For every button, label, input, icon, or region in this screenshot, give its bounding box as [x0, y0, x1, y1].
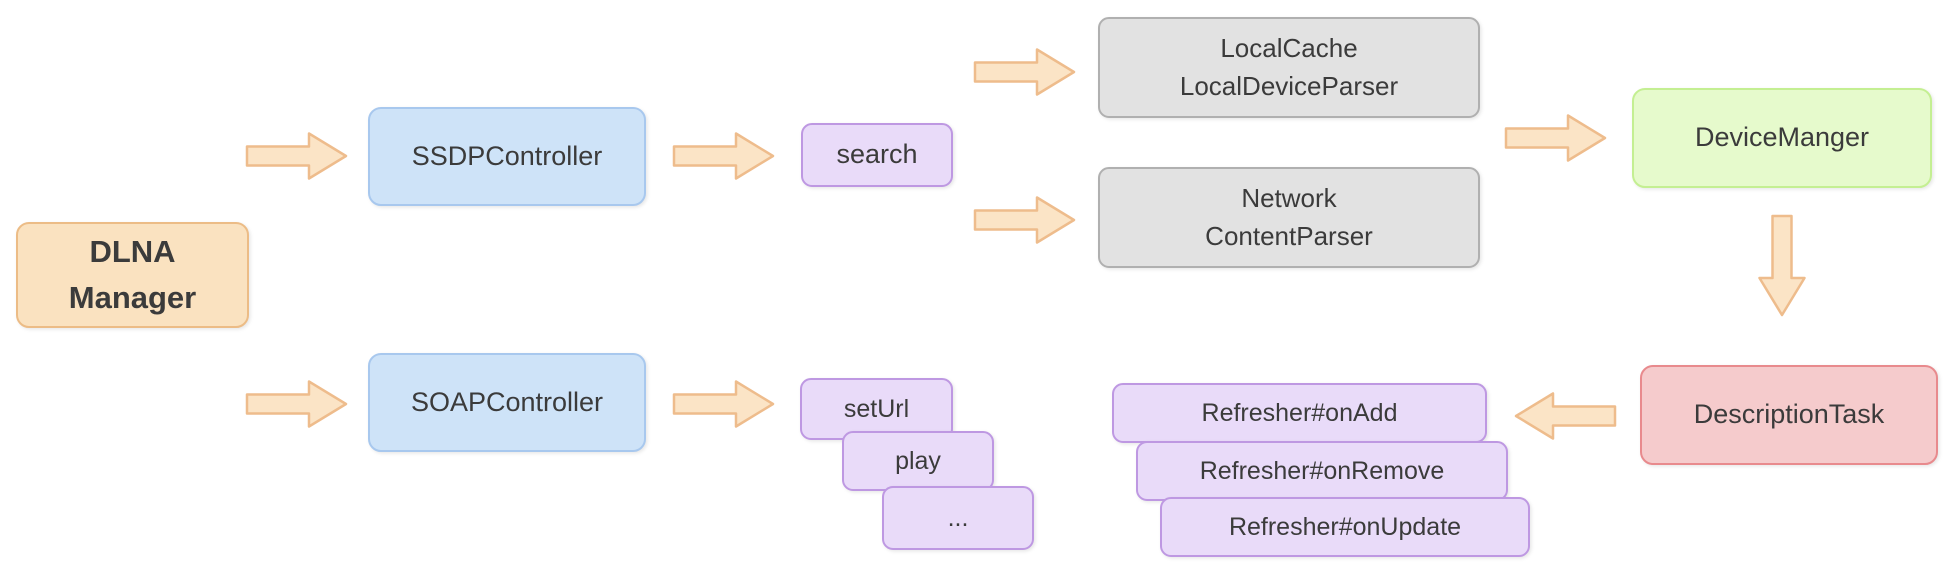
node-refresher-onupdate: Refresher#onUpdate: [1160, 497, 1530, 557]
node-label: ...: [947, 503, 969, 532]
node-label: play: [895, 446, 941, 475]
arrow-soap-to-actions-icon: [672, 378, 776, 430]
node-label: Refresher#onAdd: [1201, 398, 1398, 427]
arrow-search-to-localcache-icon: [973, 46, 1077, 98]
arrow-dlna-to-soap-icon: [245, 378, 349, 430]
node-label: SSDPController: [411, 140, 603, 171]
node-label: Manager: [68, 280, 197, 315]
node-network-content-parser: Network ContentParser: [1098, 167, 1480, 268]
node-description-task: DescriptionTask: [1640, 365, 1938, 465]
node-label: LocalCache: [1220, 32, 1358, 63]
arrow-dlna-to-ssdp-icon: [245, 130, 349, 182]
node-local-cache-parser: LocalCache LocalDeviceParser: [1098, 17, 1480, 118]
node-search: search: [801, 123, 953, 187]
arrow-ssdp-to-search-icon: [672, 130, 776, 182]
node-label: SOAPController: [410, 386, 604, 417]
node-refresher-onadd: Refresher#onAdd: [1112, 383, 1487, 443]
node-label: DLNA: [89, 233, 176, 269]
arrow-devicemanager-to-descriptiontask-icon: [1756, 214, 1808, 318]
node-label: Refresher#onRemove: [1199, 456, 1445, 485]
arrow-parsers-to-devicemanager-icon: [1504, 112, 1608, 164]
node-label: ContentParser: [1205, 220, 1373, 251]
arrow-search-to-network-icon: [973, 194, 1077, 246]
node-play-action: play: [842, 431, 994, 491]
node-label: setUrl: [843, 394, 910, 423]
node-label: DescriptionTask: [1693, 399, 1885, 430]
node-seturl-action: setUrl: [800, 378, 953, 440]
node-label: Network: [1241, 182, 1337, 213]
node-label: LocalDeviceParser: [1179, 70, 1399, 101]
node-ssdp-controller: SSDPController: [368, 107, 646, 206]
node-refresher-onremove: Refresher#onRemove: [1136, 441, 1508, 501]
node-label: Refresher#onUpdate: [1228, 512, 1462, 541]
node-device-manager: DeviceManger: [1632, 88, 1932, 188]
node-label: search: [836, 139, 918, 170]
node-dlna-manager: DLNA Manager: [16, 222, 249, 328]
node-label: DeviceManger: [1694, 122, 1870, 153]
node-soap-controller: SOAPController: [368, 353, 646, 452]
node-more-actions: ...: [882, 486, 1034, 550]
arrow-descriptiontask-to-refresher-icon: [1513, 390, 1617, 442]
